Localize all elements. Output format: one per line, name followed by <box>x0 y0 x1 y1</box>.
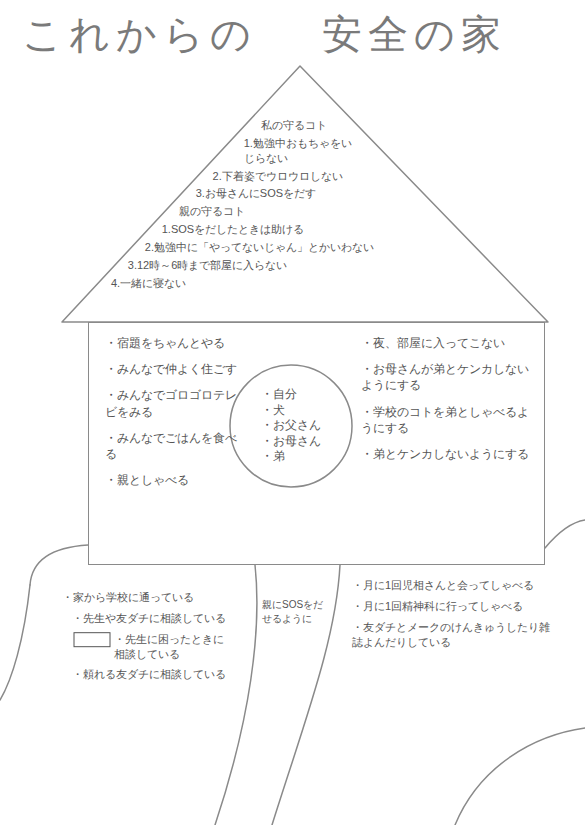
text-slot: 2.下着姿でウロウロしない <box>213 169 388 184</box>
text-slot: 2.勉強中に「やってないじゃん」とかいわない <box>145 240 455 255</box>
house-item: ・学校のコトを弟としゃべるようにする <box>361 404 531 436</box>
road-line <box>30 545 88 585</box>
house-item: ・親としゃべる <box>105 472 245 488</box>
house-item: ・宿題をちゃんとやる <box>105 335 245 351</box>
roof-outline <box>62 66 548 322</box>
road-note: ・頼れる友ダチに相談している <box>72 667 232 682</box>
road-line <box>455 728 585 825</box>
rule-text: 4.一緒に寝ない <box>111 276 489 291</box>
road-note: ・先生に困ったときに相談している <box>114 632 232 662</box>
text-slot: ・みんなでごはんを食べる <box>105 430 245 462</box>
rule-text: 2.勉強中に「やってないじゃん」とかいわない <box>145 240 455 255</box>
family-circle: ・自分・犬・お父さん・お母さん・弟 <box>229 364 353 488</box>
road-note: ・月に1回精神科に行ってしゃべる <box>352 599 557 614</box>
rule-text: 2.下着姿でウロウロしない <box>213 169 388 184</box>
text-slot: 私の守るコト <box>261 118 340 133</box>
text-slot: 3.お母さんにSOSをだす <box>196 186 405 201</box>
road-note: ・家から学校に通っている <box>62 590 232 605</box>
text-slot: ・親としゃべる <box>105 472 245 488</box>
road-line <box>545 520 585 548</box>
road-note: 親にSOSをだせるように <box>262 598 326 625</box>
redaction-box <box>74 633 110 647</box>
rule-text: 3.お母さんにSOSをだす <box>196 186 405 201</box>
text-slot: ・学校のコトを弟としゃべるようにする <box>361 404 531 436</box>
text-slot: ・お母さんが弟とケンカしないようにする <box>361 361 531 393</box>
label-slot: 親にSOSをだせるように <box>262 598 326 625</box>
roof-triangle: 私の守るコト 1.勉強中おもちゃをいじらない 2.下着姿でウロウロしない 3.お母さん… <box>55 60 555 325</box>
label-slot: ・月に1回精神科に行ってしゃべる <box>352 599 557 614</box>
title: これからの 安全の家 <box>22 10 507 58</box>
rule-text: 私の守るコト <box>261 118 340 133</box>
road-note: ・友ダチとメークのけんきゅうしたり雑誌よんだりしている <box>352 620 557 650</box>
label-slot: ・家から学校に通っている <box>62 590 232 605</box>
label-slot: ・先生や友ダチに相談している <box>72 611 232 626</box>
house-item: ・夜、部屋に入ってこない <box>361 335 531 351</box>
road-line <box>215 565 257 825</box>
text-slot: 4.一緒に寝ない <box>111 276 489 291</box>
house-item: ・弟とケンカしないようにする <box>361 446 531 462</box>
text-slot: ・宿題をちゃんとやる <box>105 335 245 351</box>
house-item: ・みんなでゴロゴロテレビをみる <box>105 387 245 419</box>
family-member: ・犬 <box>261 403 321 419</box>
text-slot: ・夜、部屋に入ってこない <box>361 335 531 351</box>
text-slot: 1.SOSをだしたときは助ける <box>162 222 439 237</box>
road-line <box>0 585 30 700</box>
member-list: ・自分・犬・お父さん・お母さん・弟 <box>261 387 321 465</box>
text-slot: ・みんなでゴロゴロテレビをみる <box>105 387 245 419</box>
house-item: ・みんなで仲よく住ごす <box>105 361 245 377</box>
label-slot: ・月に1回児相さんと会ってしゃべる <box>352 578 557 593</box>
family-member: ・お父さん <box>261 418 321 434</box>
road-note: ・月に1回児相さんと会ってしゃべる <box>352 578 557 593</box>
rule-text: 1.勉強中おもちゃをいじらない <box>244 136 357 166</box>
text-slot: 3.12時～6時まで部屋に入らない <box>128 258 472 273</box>
family-member: ・お母さん <box>261 434 321 450</box>
road-note: ・先生や友ダチに相談している <box>72 611 232 626</box>
rule-text: 1.SOSをだしたときは助ける <box>162 222 439 237</box>
family-member: ・自分 <box>261 387 321 403</box>
text-slot: 親の守るコト <box>179 204 422 219</box>
family-member: ・弟 <box>261 449 321 465</box>
house-body: ・宿題をちゃんとやる・みんなで仲よく住ごす・みんなでゴロゴロテレビをみる・みんな… <box>88 322 545 565</box>
rule-text: 3.12時～6時まで部屋に入らない <box>128 258 472 273</box>
circle-outline <box>230 365 352 487</box>
text-slot: ・弟とケンカしないようにする <box>361 446 531 462</box>
rule-text: 親の守るコト <box>179 204 422 219</box>
house-item: ・みんなでごはんを食べる <box>105 430 245 462</box>
house-item: ・お母さんが弟とケンカしないようにする <box>361 361 531 393</box>
text-slot: 1.勉強中おもちゃをいじらない <box>244 136 357 166</box>
text-slot: ・みんなで仲よく住ごす <box>105 361 245 377</box>
label-slot: ・頼れる友ダチに相談している <box>72 667 232 682</box>
label-slot: ・友ダチとメークのけんきゅうしたり雑誌よんだりしている <box>352 620 557 650</box>
label-slot: ・先生に困ったときに相談している <box>114 632 232 662</box>
